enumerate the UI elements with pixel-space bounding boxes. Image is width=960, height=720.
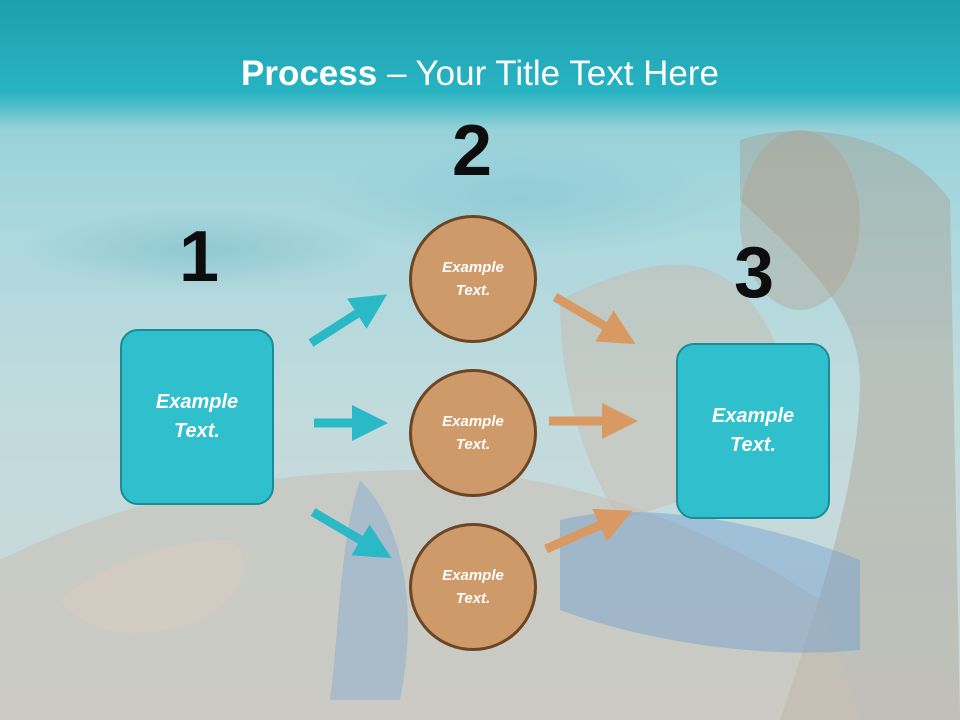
circle-middle[interactable]: Example Text. bbox=[409, 369, 537, 497]
circle-middle-label: Example Text. bbox=[442, 413, 504, 453]
step-3-label: Example Text. bbox=[711, 405, 795, 456]
circle-bottom[interactable]: Example Text. bbox=[409, 523, 537, 651]
title-rest: – Your Title Text Here bbox=[377, 54, 719, 93]
step-number-1: 1 bbox=[178, 217, 220, 297]
circle-top-label: Example Text. bbox=[442, 259, 504, 299]
step-1-box[interactable]: Example Text. bbox=[120, 329, 274, 505]
step-number-2: 2 bbox=[451, 111, 493, 191]
circle-bottom-label: Example Text. bbox=[442, 567, 504, 607]
step-number-3: 3 bbox=[733, 233, 775, 313]
header-band bbox=[0, 0, 960, 130]
circle-top[interactable]: Example Text. bbox=[409, 215, 537, 343]
slide-title: Process – Your Title Text Here bbox=[0, 54, 960, 94]
step-1-label: Example Text. bbox=[155, 391, 239, 442]
step-3-box[interactable]: Example Text. bbox=[676, 343, 830, 519]
title-strong: Process bbox=[241, 54, 378, 93]
